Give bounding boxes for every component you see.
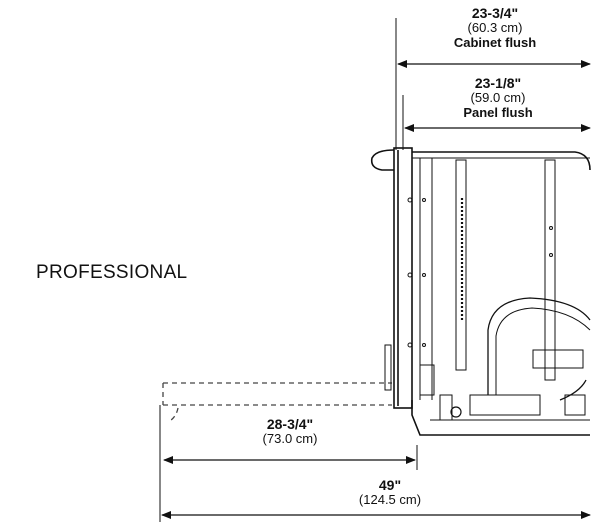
overall-depth-imperial: 49" <box>378 477 402 493</box>
cabinet-flush-caption: Cabinet flush <box>453 34 537 50</box>
door-depth-label: 28-3/4" (73.0 cm) <box>235 416 345 447</box>
dimension-reference-lines <box>159 18 418 522</box>
panel-flush-caption: Panel flush <box>463 104 533 120</box>
open-door-outline <box>162 382 392 423</box>
cabinet-flush-imperial: 23-3/4" <box>471 5 519 21</box>
door-depth-metric: (73.0 cm) <box>262 431 318 447</box>
panel-flush-metric: (59.0 cm) <box>470 90 526 106</box>
door-depth-imperial: 28-3/4" <box>266 416 314 432</box>
panel-flush-imperial: 23-1/8" <box>474 75 522 91</box>
diagram-title: PROFESSIONAL <box>36 262 188 283</box>
overall-depth-label: 49" (124.5 cm) <box>335 477 445 508</box>
overall-depth-metric: (124.5 cm) <box>358 492 422 508</box>
cabinet-flush-metric: (60.3 cm) <box>467 20 523 36</box>
dishwasher-body <box>370 147 591 436</box>
cabinet-flush-label: 23-3/4" (60.3 cm) Cabinet flush <box>430 5 560 50</box>
panel-flush-label: 23-1/8" (59.0 cm) Panel flush <box>433 75 563 120</box>
